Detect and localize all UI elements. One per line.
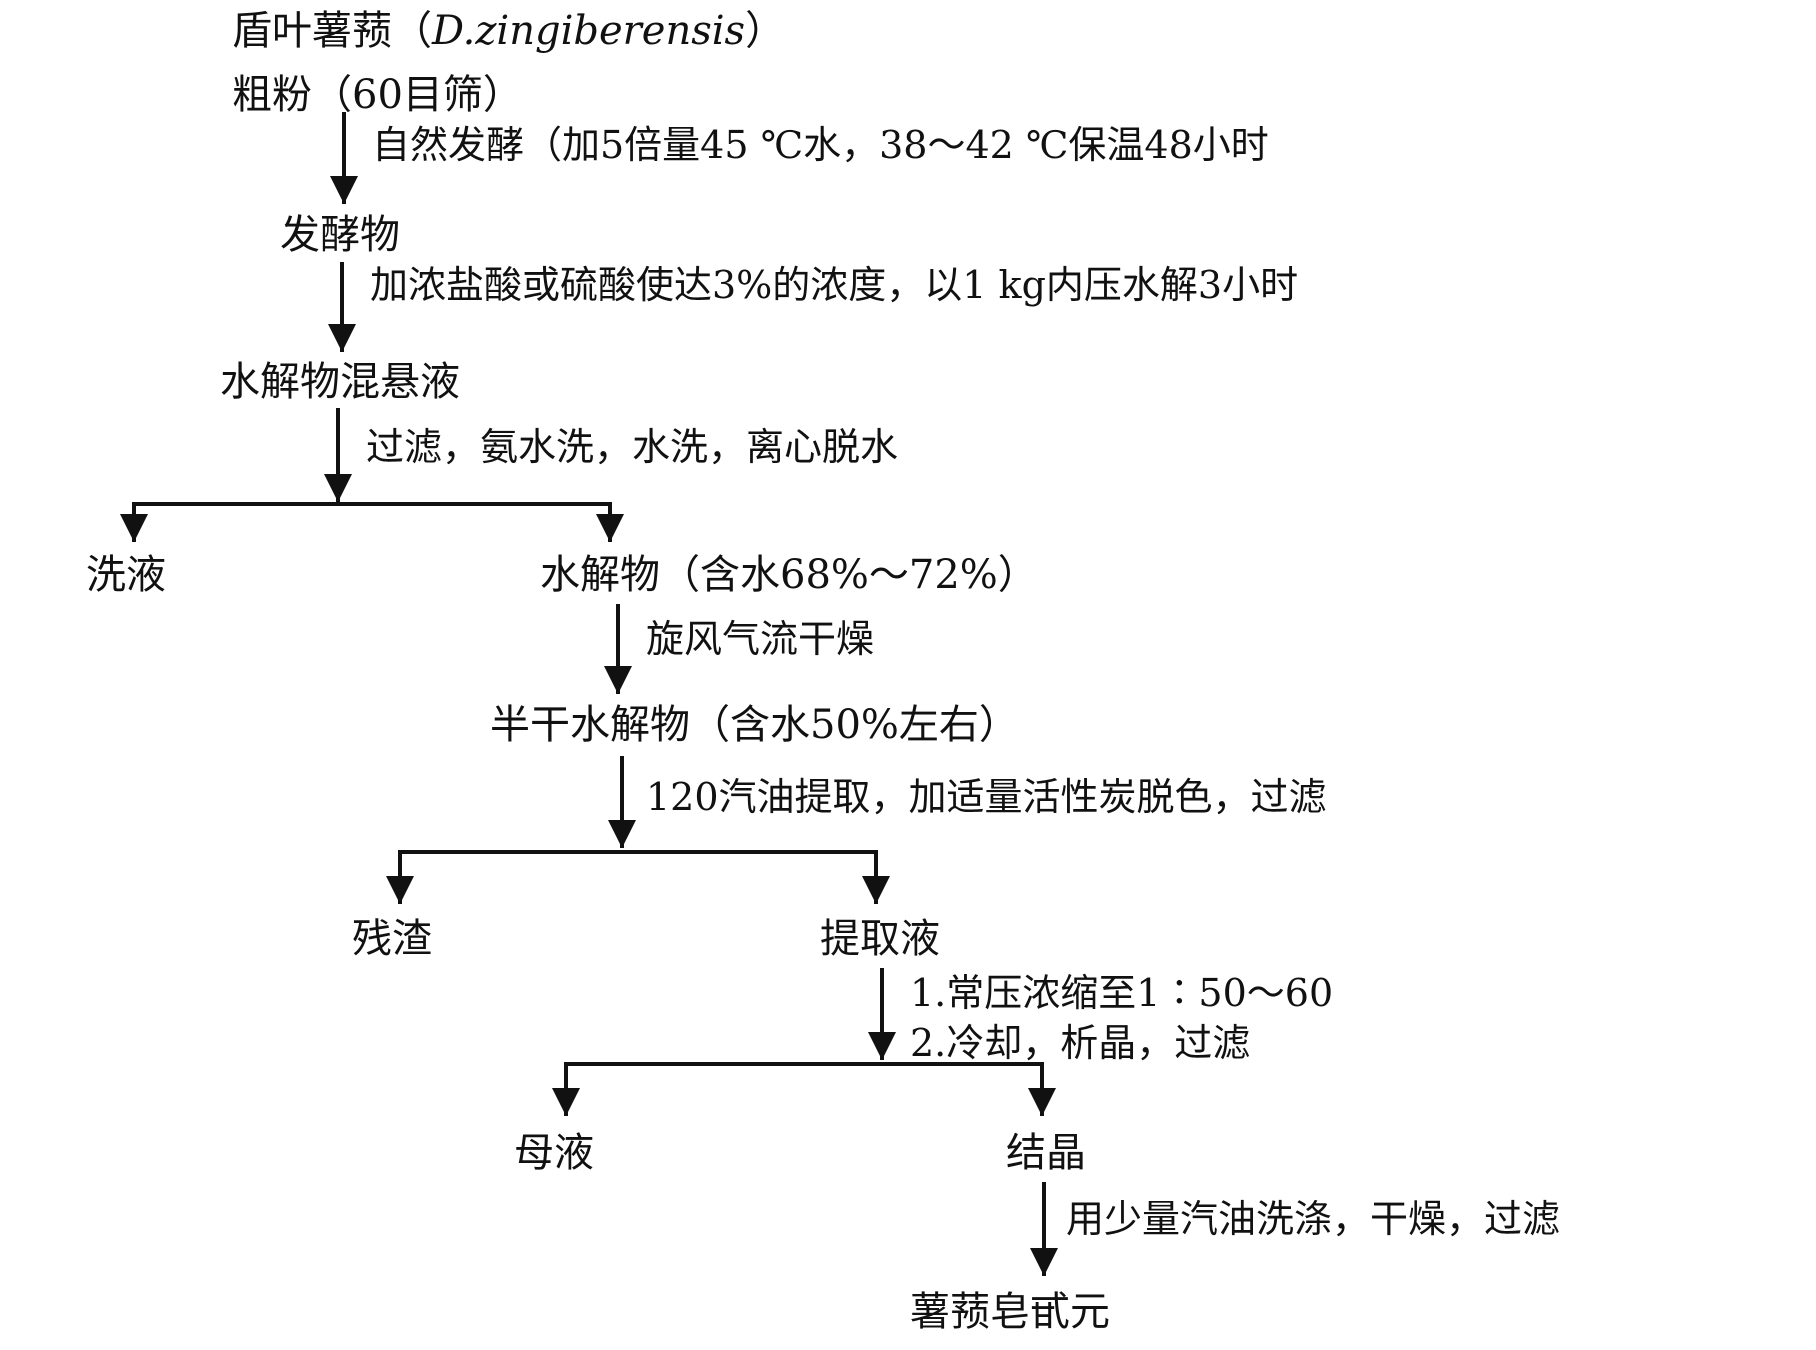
node-source-close: ） bbox=[745, 8, 785, 54]
node-crystal: 结晶 bbox=[1006, 1130, 1086, 1176]
node-residue: 残渣 bbox=[352, 916, 432, 962]
step-wash-dry: 用少量汽油洗涤，干燥，过滤 bbox=[1066, 1197, 1560, 1241]
node-semidry: 半干水解物（含水50%左右） bbox=[490, 702, 1019, 748]
node-source-name: 盾叶薯蓣（ bbox=[232, 8, 432, 54]
node-source: 盾叶薯蓣（D.zingiberensis） bbox=[232, 8, 785, 54]
node-extract: 提取液 bbox=[820, 916, 940, 962]
node-ferment: 发酵物 bbox=[280, 212, 400, 258]
node-hydrolysate: 水解物（含水68%～72%） bbox=[540, 552, 1038, 598]
node-product: 薯蓣皂甙元 bbox=[910, 1289, 1110, 1335]
step-crystallize: 2.冷却，析晶，过滤 bbox=[910, 1021, 1250, 1065]
step-filter-wash: 过滤，氨水洗，水洗，离心脱水 bbox=[366, 425, 898, 469]
node-suspension: 水解物混悬液 bbox=[220, 359, 460, 405]
step-cyclone-dry: 旋风气流干燥 bbox=[646, 617, 874, 661]
step-fermentation: 自然发酵（加5倍量45 ℃水，38～42 ℃保温48小时 bbox=[372, 123, 1269, 167]
node-source-latin: D.zingiberensis bbox=[431, 8, 745, 54]
step-concentrate: 1.常压浓缩至1∶50～60 bbox=[910, 971, 1333, 1015]
step-acid-hydrolysis: 加浓盐酸或硫酸使达3%的浓度，以1 kg内压水解3小时 bbox=[370, 263, 1298, 307]
step-gasoline-extract: 120汽油提取，加适量活性炭脱色，过滤 bbox=[646, 775, 1327, 819]
node-powder: 粗粉（60目筛） bbox=[232, 72, 523, 118]
node-wash: 洗液 bbox=[86, 552, 166, 598]
node-mother-liquor: 母液 bbox=[514, 1130, 594, 1176]
